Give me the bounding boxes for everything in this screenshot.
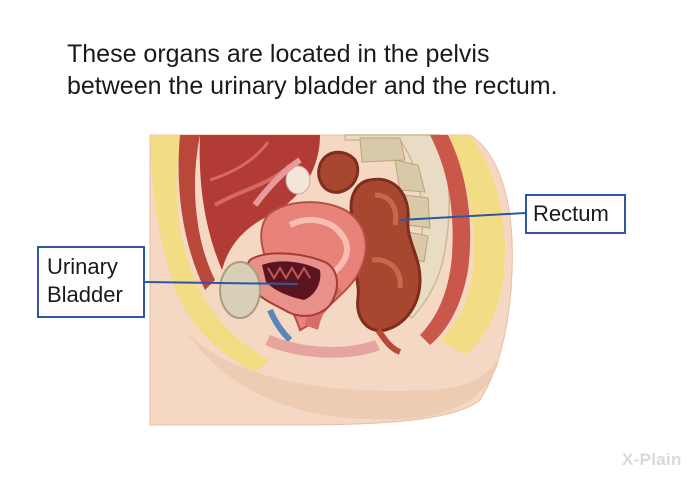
- rectum-leader-line: [399, 212, 526, 221]
- rectum-highlight: [374, 192, 399, 226]
- rectum-label-text: Rectum: [533, 201, 609, 226]
- anal-canal: [375, 328, 402, 355]
- vertebra-1: [359, 137, 406, 163]
- perineum: [265, 335, 380, 358]
- bladder-label-line-1: Urinary: [47, 254, 118, 279]
- body-shadow: [185, 330, 500, 420]
- sigmoid-colon: [317, 150, 360, 194]
- pubic-bone: [219, 261, 261, 319]
- caption-line-1: These organs are located in the pelvis: [67, 40, 490, 68]
- abdominal-wall: [178, 135, 215, 290]
- rectum-highlight-2: [371, 257, 403, 289]
- vertebra-2: [394, 159, 426, 193]
- rectum-label: Rectum: [525, 194, 626, 234]
- fat-layer-back: [440, 135, 505, 355]
- rectum-shape: [349, 177, 422, 333]
- fallopian-tube: [252, 157, 302, 207]
- urinary-bladder-label: Urinary Bladder: [37, 246, 145, 318]
- x-plain-logo: X-Plain: [622, 450, 682, 469]
- back-muscle: [420, 135, 471, 345]
- fat-layer-front: [150, 135, 270, 372]
- caption: These organs are located in the pelvis b…: [67, 38, 667, 102]
- bladder-leader-line: [144, 281, 299, 285]
- bladder-folds: [267, 266, 311, 280]
- intestine-fold-2: [209, 141, 270, 182]
- urethra: [267, 308, 293, 343]
- uterus-cavity: [288, 217, 350, 281]
- ovary: [285, 165, 311, 195]
- caption-line-2: between the urinary bladder and the rect…: [67, 72, 558, 100]
- bladder-label-line-2: Bladder: [47, 282, 123, 307]
